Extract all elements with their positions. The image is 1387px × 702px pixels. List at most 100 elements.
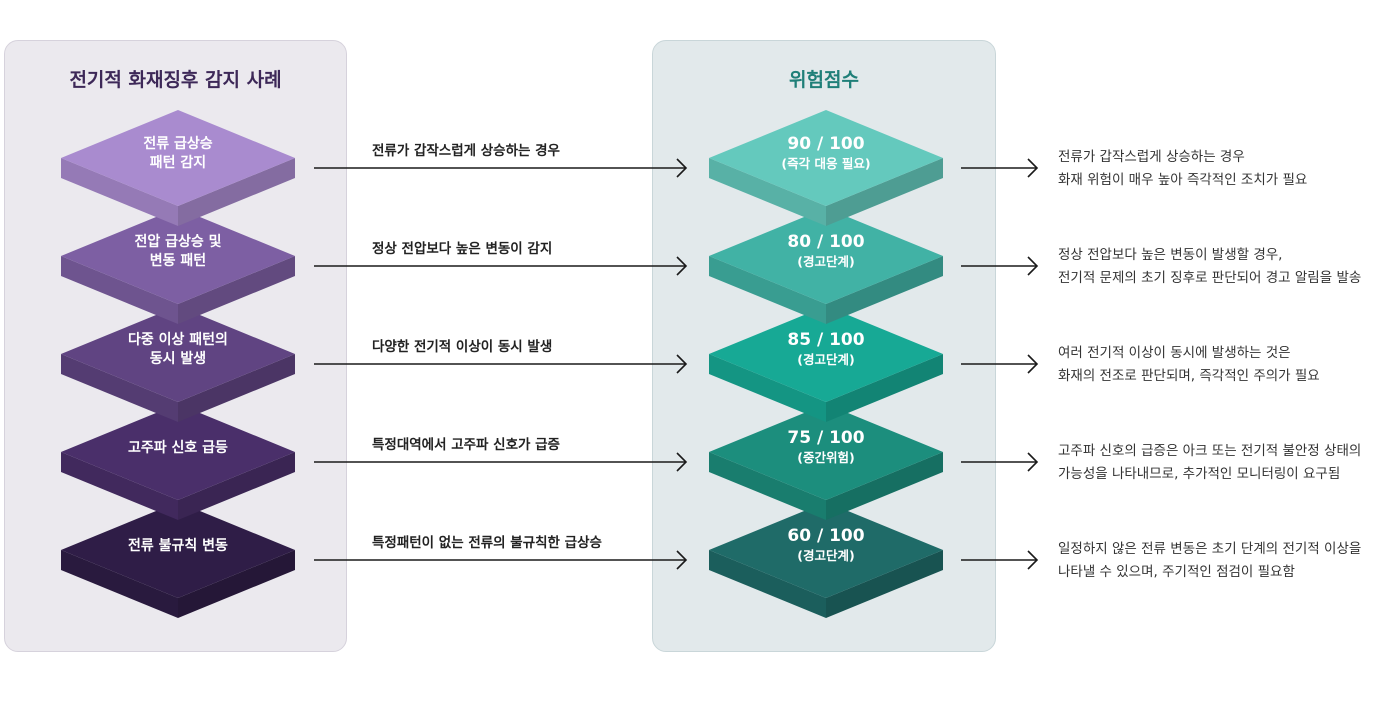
- case-tile-5-left-face: [61, 550, 178, 618]
- risk-description-line: 화재 위험이 매우 높아 즉각적인 조치가 필요: [1058, 172, 1308, 188]
- case-to-score-arrow-5: [314, 550, 688, 570]
- risk-level: (경고단계): [797, 254, 855, 269]
- risk-description-line: 여러 전기적 이상이 동시에 발생하는 것은: [1058, 345, 1291, 361]
- risk-description-line: 전류가 갑작스럽게 상승하는 경우: [1058, 149, 1245, 165]
- case-label-line: 동시 발생: [149, 351, 207, 367]
- score-tile-2-left-face: [709, 256, 826, 324]
- score-tile-1-left-face: [709, 158, 826, 226]
- arrow-label-3: 다양한 전기적 이상이 동시 발생: [372, 339, 553, 355]
- score-tile-3-top-face: [709, 306, 943, 402]
- case-label-line: 전류 급상승: [143, 136, 213, 152]
- risk-description-line: 화재의 전조로 판단되며, 즉각적인 주의가 필요: [1058, 368, 1320, 384]
- score-to-desc-arrow-5: [961, 550, 1039, 570]
- score-tile-5-right-face: [826, 550, 943, 618]
- case-tile-3-left-face: [61, 354, 178, 422]
- risk-description-line: 고주파 신호의 급증은 아크 또는 전기적 불안정 상태의: [1058, 443, 1362, 459]
- score-tile-3-right-face: [826, 354, 943, 422]
- score-tile-3: [709, 306, 943, 422]
- case-tile-2-top-face: [61, 208, 295, 304]
- case-tile-5: [61, 502, 295, 618]
- score-value: 60 / 100: [787, 526, 865, 546]
- arrow-label-2: 정상 전압보다 높은 변동이 감지: [372, 241, 553, 257]
- case-label-line: 전류 불규칙 변동: [128, 537, 228, 554]
- case-label-line: 전압 급상승 및: [134, 234, 222, 250]
- case-label-5: 전류 불규칙 변동: [78, 537, 278, 556]
- score-to-desc-arrow-3: [961, 354, 1039, 374]
- risk-score-title: 위험점수: [789, 69, 859, 91]
- case-tile-2-right-face: [178, 256, 295, 324]
- arrow-label-4: 특정대역에서 고주파 신호가 급증: [372, 437, 560, 453]
- case-label-line: 다중 이상 패턴의: [128, 332, 228, 348]
- risk-description-line: 가능성을 나타내므로, 추가적인 모니터링이 요구됨: [1058, 466, 1341, 482]
- case-label-line: 패턴 감지: [149, 155, 207, 171]
- case-tile-4-right-face: [178, 452, 295, 520]
- score-value: 85 / 100: [787, 330, 865, 350]
- case-tile-4-top-face: [61, 404, 295, 500]
- score-tile-5-top-face: [709, 502, 943, 598]
- score-tile-1: [709, 110, 943, 226]
- case-to-score-arrow-2: [314, 256, 688, 276]
- case-label-4: 고주파 신호 급등: [78, 439, 278, 458]
- score-tile-2-top-face: [709, 208, 943, 304]
- case-tile-3-right-face: [178, 354, 295, 422]
- case-tile-2-left-face: [61, 256, 178, 324]
- risk-level: (즉각 대응 필요): [781, 156, 871, 171]
- case-label-line: 변동 패턴: [149, 253, 207, 269]
- score-tile-3-left-face: [709, 354, 826, 422]
- case-tile-5-right-face: [178, 550, 295, 618]
- score-label-4: 75 / 100 (중간위험): [726, 428, 926, 466]
- case-tile-3: [61, 306, 295, 422]
- score-value: 80 / 100: [787, 232, 865, 252]
- score-tile-1-right-face: [826, 158, 943, 226]
- score-label-5: 60 / 100 (경고단계): [726, 526, 926, 564]
- case-label-line: 고주파 신호 급등: [128, 439, 228, 456]
- arrow-label-5: 특정패턴이 없는 전류의 불규칙한 급상승: [372, 535, 602, 551]
- score-tile-4: [709, 404, 943, 520]
- case-tile-5-top-face: [61, 502, 295, 598]
- risk-description-2: 정상 전압보다 높은 변동이 발생할 경우, 전기적 문제의 초기 징후로 판단되…: [1058, 244, 1361, 290]
- score-label-2: 80 / 100 (경고단계): [726, 232, 926, 270]
- score-value: 90 / 100: [787, 134, 865, 154]
- risk-level: (중간위험): [797, 450, 855, 465]
- score-label-3: 85 / 100 (경고단계): [726, 330, 926, 368]
- score-to-desc-arrow-4: [961, 452, 1039, 472]
- arrow-label-1: 전류가 갑작스럽게 상승하는 경우: [372, 143, 560, 159]
- score-tile-5-left-face: [709, 550, 826, 618]
- case-tile-1-right-face: [178, 158, 295, 226]
- case-tile-4-left-face: [61, 452, 178, 520]
- detection-cases-title: 전기적 화재징후 감지 사례: [69, 69, 282, 91]
- case-to-score-arrow-4: [314, 452, 688, 472]
- score-tile-5: [709, 502, 943, 618]
- score-tile-1-top-face: [709, 110, 943, 206]
- case-tile-1-left-face: [61, 158, 178, 226]
- score-tile-2: [709, 208, 943, 324]
- risk-level: (경고단계): [797, 352, 855, 367]
- score-to-desc-arrow-1: [961, 158, 1039, 178]
- risk-description-line: 정상 전압보다 높은 변동이 발생할 경우,: [1058, 247, 1283, 263]
- score-value: 75 / 100: [787, 428, 865, 448]
- case-to-score-arrow-1: [314, 158, 688, 178]
- risk-level: (경고단계): [797, 548, 855, 563]
- case-tile-1: [61, 110, 295, 226]
- case-tile-4: [61, 404, 295, 520]
- case-tile-2: [61, 208, 295, 324]
- case-tile-1-top-face: [61, 110, 295, 206]
- score-tile-4-right-face: [826, 452, 943, 520]
- score-label-1: 90 / 100 (즉각 대응 필요): [726, 134, 926, 172]
- score-tile-4-top-face: [709, 404, 943, 500]
- risk-description-line: 나타낼 수 있으며, 주기적인 점검이 필요함: [1058, 564, 1295, 580]
- case-tile-3-top-face: [61, 306, 295, 402]
- score-to-desc-arrow-2: [961, 256, 1039, 276]
- case-to-score-arrow-3: [314, 354, 688, 374]
- risk-description-line: 전기적 문제의 초기 징후로 판단되어 경고 알림을 발송: [1058, 270, 1362, 286]
- score-tile-4-left-face: [709, 452, 826, 520]
- score-tile-2-right-face: [826, 256, 943, 324]
